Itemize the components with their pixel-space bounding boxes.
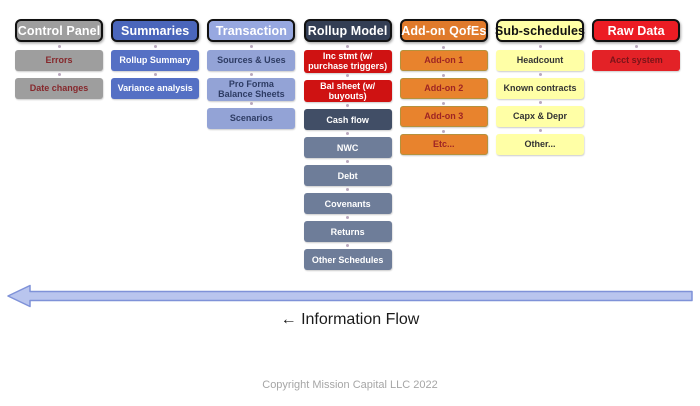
flow-box-debt: Debt [303, 159, 392, 187]
flow-box-returns: Returns [303, 215, 392, 243]
column-header-add-on-qofes: Add-on QofEs [399, 19, 488, 42]
column-items-raw-data: Acct system [592, 44, 681, 71]
flow-box-add-on-2: Add-on 2 [399, 73, 488, 99]
left-arrow-shape [7, 284, 693, 308]
column-header-transaction: Transaction [207, 19, 296, 42]
information-flow-arrow [7, 284, 693, 308]
flow-box-add-on-3: Add-on 3 [399, 101, 488, 127]
flow-box-other-schedules: Other Schedules [303, 243, 392, 271]
flow-box-acct-system: Acct system [592, 44, 681, 71]
flow-box-etc: Etc... [399, 129, 488, 155]
flow-box-sources-uses: Sources & Uses [207, 44, 296, 71]
flow-box-rollup-summary: Rollup Summary [111, 44, 200, 71]
flow-box-headcount: Headcount [496, 44, 584, 71]
column-header-sub-schedules: Sub-schedules [495, 19, 585, 42]
flow-box-capx-depr: Capx & Depr [496, 100, 584, 127]
flow-box-other: Other... [496, 128, 584, 155]
column-header-summaries: Summaries [111, 19, 200, 42]
information-flow-label: ← Information Flow [280, 311, 420, 328]
flow-box-covenants: Covenants [303, 187, 392, 215]
flow-box-cash-flow: Cash flow [303, 103, 392, 131]
flow-box-variance-analysis: Variance analysis [111, 72, 200, 99]
copyright-text: Copyright Mission Capital LLC 2022 [262, 379, 438, 391]
flow-box-date-changes: Date changes [15, 72, 103, 99]
flow-box-bal-sheet-w-buyouts: Bal sheet (w/ buyouts) [303, 74, 392, 103]
column-items-rollup-model: Inc stmt (w/ purchase triggers)Bal sheet… [303, 44, 392, 271]
flow-box-errors: Errors [15, 44, 103, 71]
flow-box-known-contracts: Known contracts [496, 72, 584, 99]
flow-box-pro-forma-balance-sheets: Pro Forma Balance Sheets [207, 72, 296, 101]
flow-box-nwc: NWC [303, 131, 392, 159]
flow-box-inc-stmt-w-purchase-triggers: Inc stmt (w/ purchase triggers) [303, 44, 392, 73]
column-header-rollup-model: Rollup Model [303, 19, 392, 42]
column-header-raw-data: Raw Data [592, 19, 681, 42]
column-header-control-panel: Control Panel [15, 19, 103, 42]
flow-box-scenarios: Scenarios [207, 102, 296, 129]
flow-box-add-on-1: Add-on 1 [399, 45, 488, 71]
